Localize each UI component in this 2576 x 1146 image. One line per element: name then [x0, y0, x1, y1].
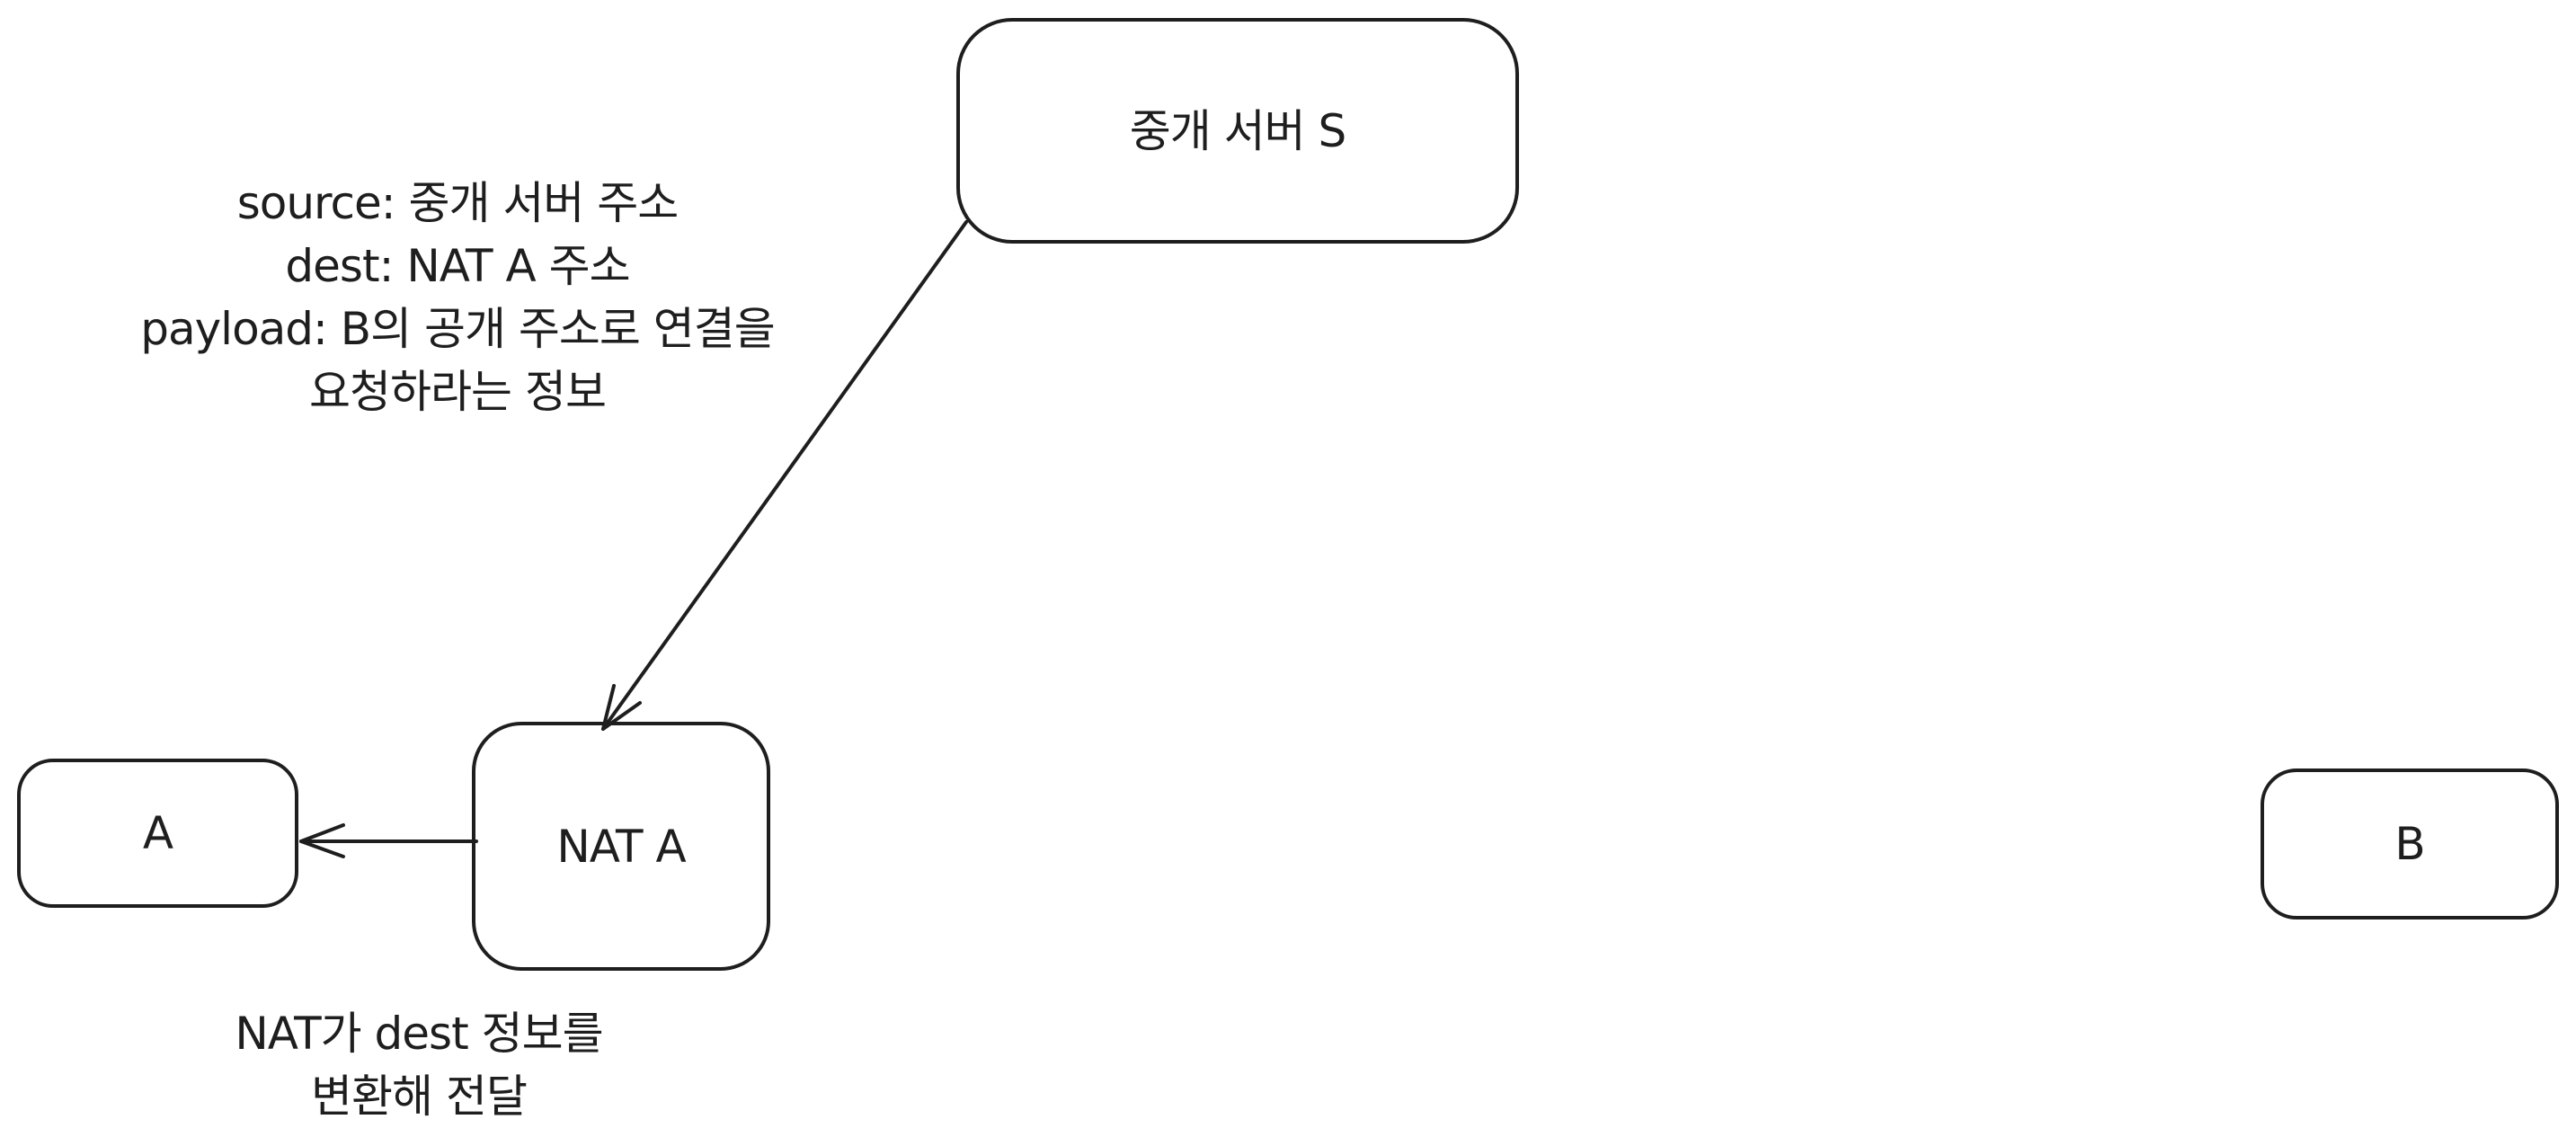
arrowhead-icon [299, 823, 345, 858]
arrow-relay-to-nat[interactable] [601, 220, 968, 731]
packet-payload-line-2: 요청하라는 정보 [309, 366, 607, 418]
nat-a-node[interactable]: NAT A [472, 722, 770, 971]
packet-payload-line: payload: B의 공개 주소로 연결을 [140, 303, 776, 355]
nat-translation-line-1: NAT가 dest 정보를 [235, 1008, 603, 1060]
host-b-label: B [2394, 818, 2425, 870]
arrow-relay-to-nat-shaft[interactable] [601, 220, 968, 731]
host-a-label: A [142, 807, 173, 859]
arrowhead-icon [601, 684, 642, 731]
packet-dest-line: dest: NAT A 주소 [285, 240, 630, 292]
nat-a-label: NAT A [556, 820, 686, 873]
relay-server-node[interactable]: 중개 서버 S [956, 18, 1519, 244]
nat-translation-line-2: 변환해 전달 [311, 1070, 528, 1123]
packet-info-annotation[interactable]: source: 중개 서버 주소 dest: NAT A 주소 payload:… [98, 172, 817, 423]
relay-server-label: 중개 서버 S [1129, 104, 1347, 157]
nat-translation-annotation[interactable]: NAT가 dest 정보를 변환해 전달 [194, 1002, 644, 1128]
arrow-nat-to-a[interactable] [299, 823, 478, 858]
host-b-node[interactable]: B [2261, 768, 2559, 919]
host-a-node[interactable]: A [17, 759, 298, 908]
packet-source-line: source: 중개 서버 주소 [236, 177, 680, 229]
